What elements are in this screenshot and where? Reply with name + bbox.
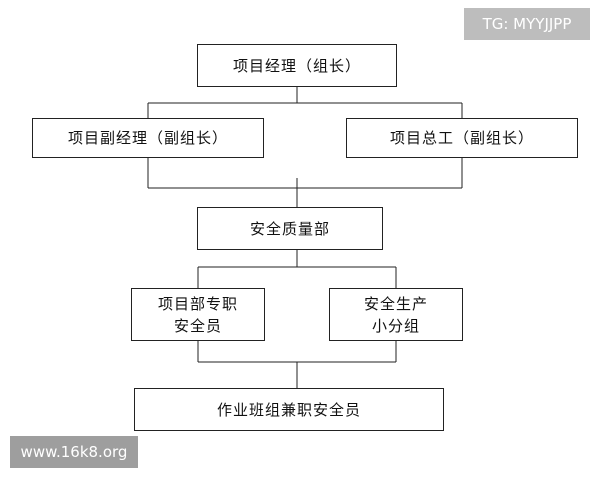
project-manager-box: 项目经理（组长） [197,44,397,87]
watermark-bottom-left: www.16k8.org [10,436,138,468]
safety-production-group-box: 安全生产 小分组 [329,288,463,341]
deputy-manager-label: 项目副经理（副组长） [67,129,228,147]
project-manager-label: 项目经理（组长） [232,56,361,75]
chief-engineer-box: 项目总工（副组长） [346,118,578,158]
safety-quality-dept-box: 安全质量部 [197,207,383,250]
safety-quality-dept-label: 安全质量部 [249,219,330,238]
watermark-top-right-text: TG: MYYJJPP [482,15,572,33]
chief-engineer-label: 项目总工（副组长） [389,129,534,147]
team-parttime-safety-officer-label: 作业班组兼职安全员 [216,400,361,419]
deputy-manager-box: 项目副经理（副组长） [32,118,264,158]
safety-production-group-label: 安全生产 小分组 [363,294,428,335]
watermark-bottom-left-text: www.16k8.org [20,443,128,461]
fulltime-safety-officer-label: 项目部专职 安全员 [157,294,238,335]
fulltime-safety-officer-box: 项目部专职 安全员 [131,288,265,341]
team-parttime-safety-officer-box: 作业班组兼职安全员 [134,388,444,431]
watermark-top-right: TG: MYYJJPP [464,8,590,40]
